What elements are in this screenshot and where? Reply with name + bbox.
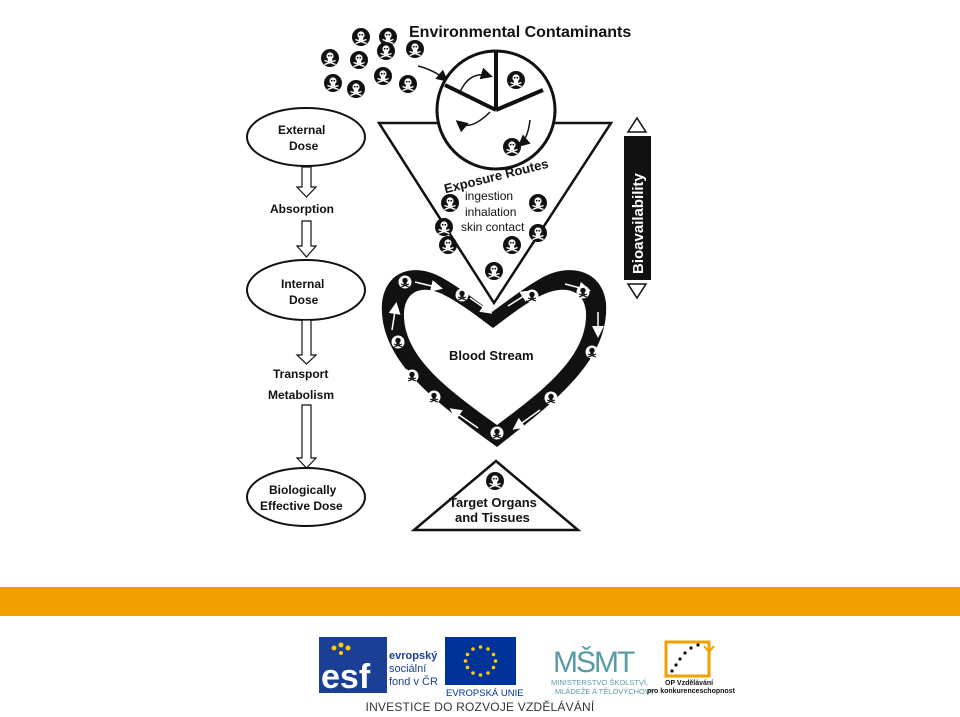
blood-stream-heart — [381, 270, 607, 447]
target-organs-line2: and Tissues — [455, 510, 530, 525]
bioavailability-indicator: Bioavailability — [624, 116, 651, 300]
internal-dose-line1: Internal — [281, 277, 324, 291]
bioavailability-label: Bioavailability — [630, 172, 647, 274]
arrow-metabolism-effective — [295, 404, 318, 469]
msmt-logo: MŠMT MINISTERSTVO ŠKOLSTVÍ, MLÁDEŽE A TĚ… — [551, 645, 655, 696]
route-ingestion: ingestion — [465, 189, 513, 203]
left-flow: External Dose Absorption Internal Dose T… — [246, 107, 366, 527]
esf-logo: esf evropský sociální fond v ČR — [319, 637, 438, 696]
op-logo-line1: OP Vzdělávání — [665, 680, 714, 687]
effective-dose-line1: Biologically — [269, 483, 337, 497]
op-logo-line2: pro konkurenceschopnost — [647, 688, 736, 695]
arrow-absorption-internal — [295, 220, 318, 258]
external-dose-node — [246, 107, 366, 167]
msmt-logo-line2: MLÁDEŽE A TĚLOVÝCHOVY — [555, 687, 655, 696]
op-logo: OP Vzdělávání pro konkurenceschopnost — [647, 640, 736, 695]
esf-logo-line1: evropský — [389, 650, 438, 662]
exposure-circle — [435, 49, 557, 171]
diagram-title: Environmental Contaminants — [409, 24, 631, 41]
eu-logo-label: EVROPSKÁ UNIE — [446, 688, 524, 699]
eu-logo: EVROPSKÁ UNIE — [445, 637, 524, 699]
target-organs-shape — [410, 459, 582, 532]
esf-logo-line3: fond v ČR — [389, 675, 438, 688]
accent-bar — [0, 587, 960, 616]
route-skin-contact: skin contact — [461, 220, 525, 234]
metabolism-label: Metabolism — [268, 388, 334, 402]
absorption-label: Absorption — [270, 202, 334, 216]
route-inhalation: inhalation — [465, 205, 516, 219]
contaminant-arrow — [417, 65, 449, 82]
msmt-logo-line1: MINISTERSTVO ŠKOLSTVÍ, — [551, 678, 648, 687]
internal-dose-line2: Dose — [289, 293, 319, 307]
blood-stream-label: Blood Stream — [449, 348, 534, 363]
msmt-logo-mark: MŠMT — [553, 645, 635, 679]
footer-tagline: INVESTICE DO ROZVOJE VZDĚLÁVÁNÍ — [365, 700, 595, 714]
external-dose-line1: External — [278, 123, 325, 137]
target-organs-line1: Target Organs — [449, 495, 537, 510]
arrow-external-absorption — [295, 166, 318, 198]
effective-dose-line2: Effective Dose — [260, 499, 343, 513]
external-dose-line2: Dose — [289, 139, 319, 153]
arrow-internal-transport — [295, 319, 318, 365]
effective-dose-node — [246, 467, 366, 527]
transport-label: Transport — [273, 367, 328, 381]
esf-logo-mark: esf — [321, 658, 371, 696]
esf-logo-line2: sociální — [389, 663, 426, 675]
